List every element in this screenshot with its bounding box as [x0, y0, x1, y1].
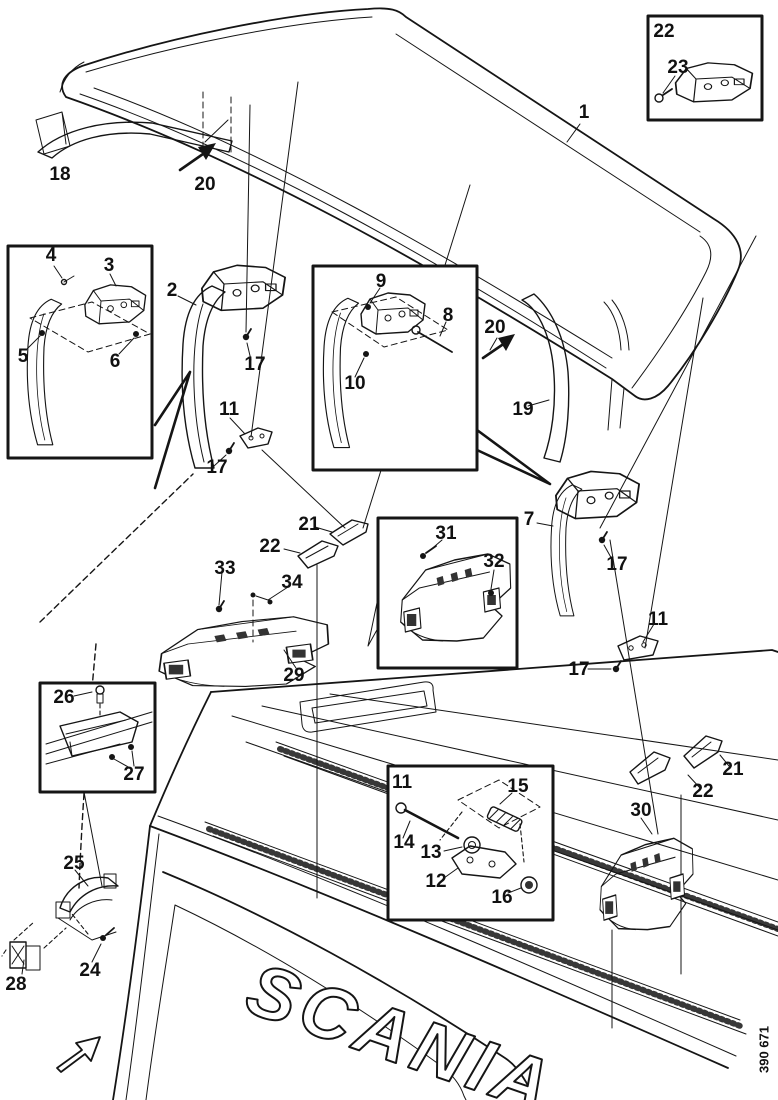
callout-9: 9: [375, 271, 387, 292]
callout-10: 10: [344, 373, 366, 394]
leader-17b: [603, 544, 614, 562]
callout-32: 32: [483, 551, 505, 572]
inset-box-rail-bracket: [38, 681, 157, 887]
figure-code: 390 671: [756, 1026, 772, 1073]
callout-24: 24: [79, 960, 101, 981]
callout-23: 23: [667, 57, 689, 78]
part-7-stay-assembly: [536, 470, 641, 617]
callout-8: 8: [442, 305, 454, 326]
callout-22c: 22: [653, 21, 675, 42]
part-12-bracket: [443, 845, 517, 879]
callout-21b: 21: [722, 759, 744, 780]
callout-19: 19: [512, 399, 534, 420]
callout-5: 5: [17, 346, 29, 367]
callout-14: 14: [393, 832, 415, 853]
callout-11a: 11: [218, 399, 240, 420]
callout-7: 7: [523, 509, 535, 530]
callout-34: 34: [281, 572, 303, 593]
inset-box-adjuster-detail: [386, 764, 555, 922]
callout-29: 29: [283, 665, 305, 686]
part-25-corner-bracket: [55, 869, 119, 941]
callout-18: 18: [49, 164, 71, 185]
part-2-stay-assembly: [177, 264, 287, 469]
callout-11c: 11: [391, 772, 413, 793]
part-20-screw-arrow-right: [481, 334, 515, 360]
part-13-washer: [443, 836, 481, 854]
callout-25: 25: [63, 853, 85, 874]
callout-6: 6: [109, 351, 121, 372]
callout-28: 28: [5, 974, 27, 995]
callout-22b: 22: [692, 781, 714, 802]
inset-box-22: [646, 14, 764, 122]
roof-hatch: [299, 681, 437, 733]
part-34-screws: [250, 586, 289, 605]
part-22-slide-clip-a: [283, 540, 339, 569]
part-21-slide-clip-a: [314, 519, 369, 546]
callout-20a: 20: [194, 174, 216, 195]
part-28-clamp: [1, 921, 67, 975]
callout-21a: 21: [298, 514, 320, 535]
leader-17a: [246, 342, 252, 361]
inset-box-bracket-detail: [367, 516, 519, 670]
part-19-trim-strip: [521, 293, 630, 463]
callout-26: 26: [53, 687, 75, 708]
part-16-nut: [507, 876, 538, 894]
callout-2: 2: [166, 280, 178, 301]
callout-4: 4: [45, 245, 57, 266]
leader-17c: [213, 454, 227, 467]
callout-30: 30: [630, 800, 652, 821]
part-14-bolt: [395, 802, 460, 840]
part-15-spring-clip: [439, 779, 541, 863]
direction-arrow-icon: [56, 1036, 101, 1073]
leader-33: [218, 571, 223, 606]
callout-31: 31: [435, 523, 457, 544]
inset-box-stay-left: [6, 244, 192, 490]
part-11-clip-a: [229, 417, 273, 449]
callout-17b: 17: [606, 554, 628, 575]
callout-1: 1: [578, 102, 590, 123]
callout-15: 15: [507, 776, 529, 797]
callout-13: 13: [420, 842, 442, 863]
part-11-clip-b: [617, 623, 659, 661]
part-18-trim-strip: [35, 111, 233, 159]
callout-11b: 11: [647, 609, 669, 630]
part-30-mounting-bracket: [599, 817, 694, 931]
inset-box-stay-middle: [311, 264, 552, 486]
callout-16: 16: [491, 887, 513, 908]
callout-27: 27: [123, 764, 145, 785]
part-29-mounting-bracket: [158, 615, 330, 688]
callout-20b: 20: [484, 317, 506, 338]
part-21-slide-clip-b: [683, 735, 730, 769]
callout-12: 12: [425, 871, 447, 892]
callout-17c: 17: [206, 457, 228, 478]
part-22-slide-clip-b: [629, 751, 701, 789]
callout-17d: 17: [568, 659, 590, 680]
part-24-screw: [71, 913, 115, 963]
callout-33: 33: [214, 558, 236, 579]
callout-3: 3: [103, 255, 115, 276]
callout-17a: 17: [244, 354, 266, 375]
callout-22a: 22: [259, 536, 281, 557]
part-20-screw-arrow-left: [178, 91, 232, 172]
